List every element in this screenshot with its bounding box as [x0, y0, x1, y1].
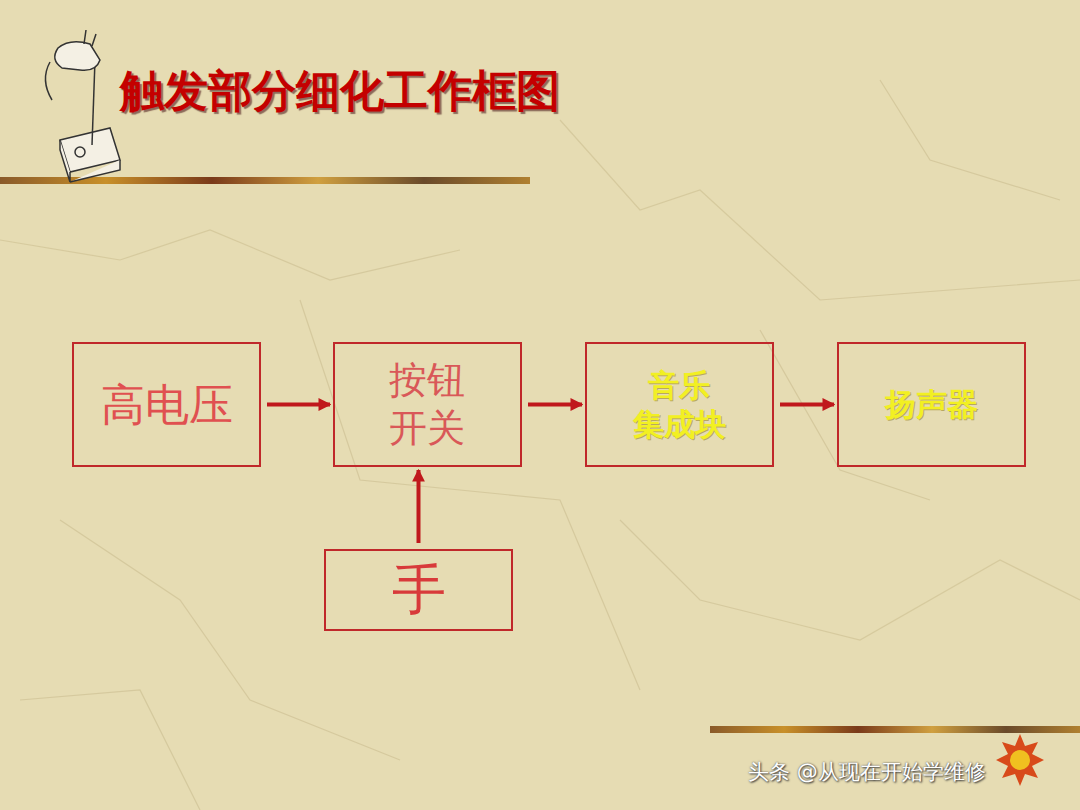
meter-icon: [45, 30, 120, 182]
watermark: 头条 @从现在开始学维修: [748, 758, 986, 786]
title: 触发部分细化工作框图: [120, 62, 560, 121]
speaker-box: 扬声器: [837, 342, 1026, 467]
node-text: 扬声器: [885, 385, 978, 424]
source-box: 高电压: [72, 342, 261, 467]
arrow: [780, 403, 834, 407]
node-text: 按钮 开关: [384, 357, 471, 452]
deco-bar: [710, 726, 1080, 733]
switch-box: 按钮 开关: [333, 342, 522, 467]
arrow: [267, 403, 330, 407]
arrow: [417, 470, 421, 543]
arrow: [528, 403, 582, 407]
node-text: 高电压: [101, 377, 233, 432]
node-text: 手: [392, 556, 446, 624]
node-text: 音乐 集成块: [628, 366, 730, 444]
hand-box: 手: [324, 549, 513, 631]
ic-box: 音乐 集成块: [585, 342, 774, 467]
sun-icon: [996, 734, 1044, 786]
